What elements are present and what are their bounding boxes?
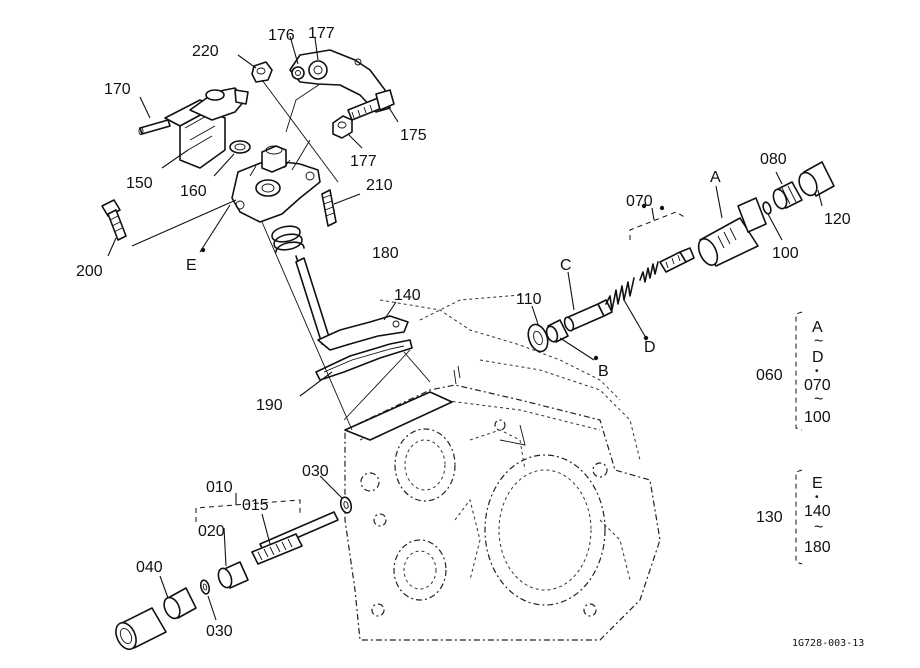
part-C-rod xyxy=(563,299,613,332)
part-lever-shaft xyxy=(295,257,409,351)
group-060-line1: A xyxy=(812,319,823,336)
label-D: D xyxy=(644,339,656,356)
label-180: 180 xyxy=(372,245,399,262)
part-030-washer-lower xyxy=(199,579,211,595)
drawing-code: 1G728-003-13 xyxy=(792,638,864,649)
group-060-line4: 100 xyxy=(804,409,831,426)
label-200: 200 xyxy=(76,263,103,280)
part-lever-plate xyxy=(189,87,249,121)
group-060-line3: 070 xyxy=(804,377,831,394)
part-210-stud xyxy=(321,189,337,227)
group-060-line2: D xyxy=(812,349,824,366)
part-177-nut xyxy=(332,115,353,139)
label-170: 170 xyxy=(104,81,131,98)
part-B-collar xyxy=(545,319,569,343)
label-175: 175 xyxy=(400,127,427,144)
label-040: 040 xyxy=(136,559,163,576)
label-176: 176 xyxy=(268,27,295,44)
group-130-dot: • xyxy=(815,492,819,503)
group-130-legend: 130 E • 140 ~ 180 xyxy=(756,469,831,565)
part-030-washer-upper xyxy=(339,496,353,514)
part-governor-housing xyxy=(231,145,321,223)
group-060-label: 060 xyxy=(756,367,783,384)
part-220-nut xyxy=(251,61,273,83)
part-end-cap xyxy=(115,607,167,651)
label-177-upper: 177 xyxy=(308,25,335,42)
label-030-lower: 030 xyxy=(206,623,233,640)
part-190-gasket xyxy=(315,339,413,381)
engine-block xyxy=(344,294,661,641)
group-130-line2: 140 xyxy=(804,503,831,520)
label-100: 100 xyxy=(772,245,799,262)
label-070: 070 xyxy=(626,193,653,210)
leader-lines xyxy=(107,35,823,621)
part-100-oring xyxy=(762,201,772,215)
part-D-spring xyxy=(605,277,635,311)
part-A-sleeve xyxy=(697,197,767,267)
label-080: 080 xyxy=(760,151,787,168)
reference-dots xyxy=(200,203,665,361)
label-177-lower: 177 xyxy=(350,153,377,170)
label-020: 020 xyxy=(198,523,225,540)
label-015: 015 xyxy=(242,497,269,514)
label-150: 150 xyxy=(126,175,153,192)
part-110-washer xyxy=(527,323,549,353)
label-160: 160 xyxy=(180,183,207,200)
label-110: 110 xyxy=(516,291,542,308)
label-010: 010 xyxy=(206,479,233,496)
group-060-tilde2: ~ xyxy=(814,391,823,408)
group-060-tilde1: ~ xyxy=(814,333,823,350)
group-130-label: 130 xyxy=(756,509,783,526)
group-060-legend: 060 A ~ D • 070 ~ 100 xyxy=(756,311,831,431)
label-120: 120 xyxy=(824,211,851,228)
label-190: 190 xyxy=(256,397,283,414)
group-130-line1: E xyxy=(812,475,823,492)
part-120-cap xyxy=(798,161,835,197)
part-labels: 170 220 176 177 175 177 150 160 210 180 … xyxy=(76,25,851,640)
part-080-nut xyxy=(772,181,803,210)
part-015-rod xyxy=(251,511,339,565)
label-B: B xyxy=(598,363,609,380)
label-220: 220 xyxy=(192,43,219,60)
label-210: 210 xyxy=(366,177,393,194)
part-020-sleeve xyxy=(217,561,249,589)
group-130-line3: 180 xyxy=(804,539,831,556)
label-A: A xyxy=(710,169,721,186)
group-130-tilde: ~ xyxy=(814,519,823,536)
label-C: C xyxy=(560,257,572,274)
label-030-upper: 030 xyxy=(302,463,329,480)
part-160-washer xyxy=(229,140,251,154)
part-177-plate xyxy=(289,49,391,113)
label-E: E xyxy=(186,257,197,274)
group-060-dot: • xyxy=(815,366,819,377)
part-200-bolt xyxy=(101,199,127,241)
part-175-bolt xyxy=(347,89,395,121)
part-170-pin xyxy=(138,119,171,135)
part-040-cap xyxy=(163,587,197,620)
part-070-assembly xyxy=(639,247,695,283)
label-140: 140 xyxy=(394,287,421,304)
